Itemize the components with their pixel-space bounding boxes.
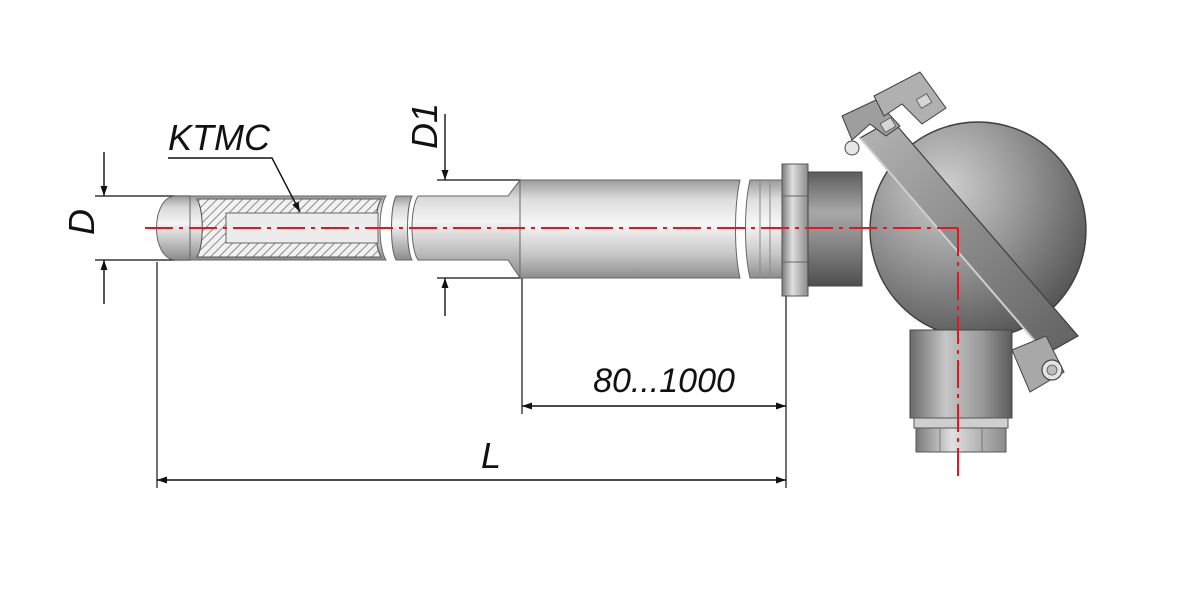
label-length-range: 80...1000 [593,362,735,400]
label-sheath: KTMC [168,117,271,158]
hinge-pin-icon [844,140,860,156]
sheath-leader [168,157,301,213]
extension-lines [95,179,787,488]
connection-head [807,71,1087,453]
hex-nut [781,163,809,297]
label-d: D [61,209,102,235]
cable-gland [913,417,1009,429]
center-axis [145,227,959,476]
label-d1: D1 [404,103,445,149]
label-length: L [481,435,501,476]
cable-entry-neck [909,329,1013,419]
